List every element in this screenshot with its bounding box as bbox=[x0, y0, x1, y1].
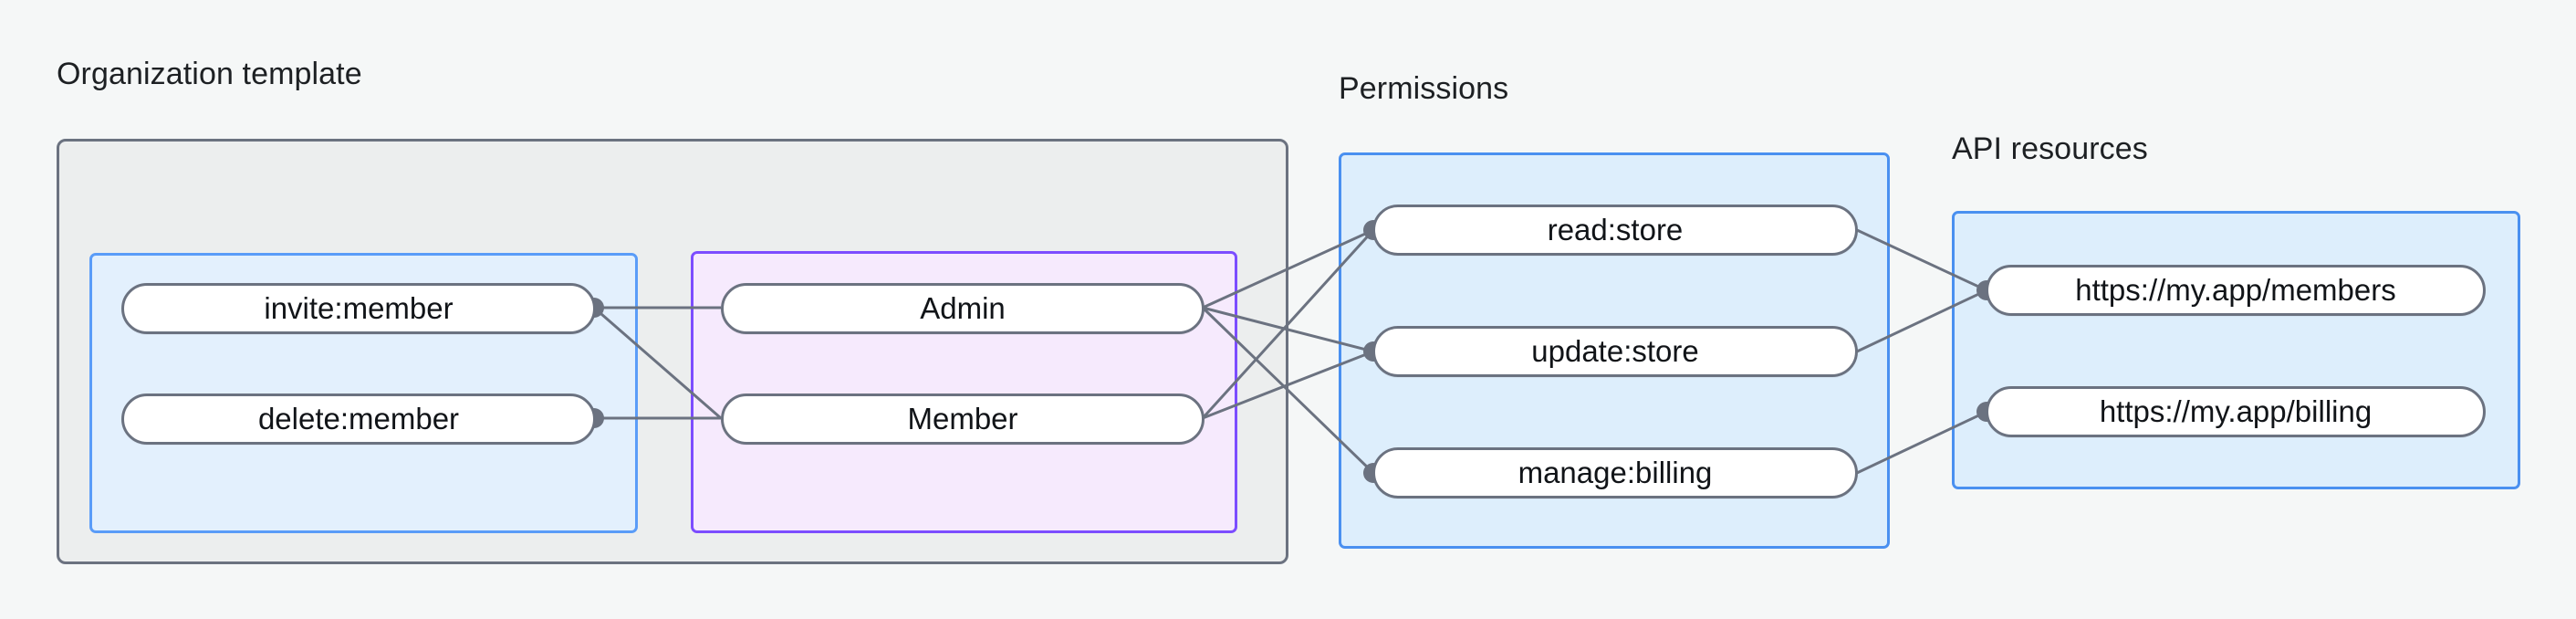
node-label: manage:billing bbox=[1517, 456, 1713, 489]
node-delete-member[interactable]: delete:member bbox=[121, 393, 596, 445]
node-invite-member[interactable]: invite:member bbox=[121, 283, 596, 334]
node-read-store[interactable]: read:store bbox=[1372, 205, 1858, 256]
node-admin[interactable]: Admin bbox=[721, 283, 1205, 334]
node-label: https://my.app/members bbox=[2075, 273, 2396, 307]
group-label-permissions: Permissions bbox=[1339, 71, 1509, 106]
node-label: Admin bbox=[920, 291, 1006, 325]
node-members-url[interactable]: https://my.app/members bbox=[1986, 265, 2486, 316]
node-label: update:store bbox=[1531, 334, 1699, 368]
group-api-resources bbox=[1952, 211, 2520, 489]
node-member[interactable]: Member bbox=[721, 393, 1205, 445]
node-label: delete:member bbox=[257, 402, 460, 435]
node-manage-billing[interactable]: manage:billing bbox=[1372, 447, 1858, 498]
node-label: invite:member bbox=[264, 291, 454, 325]
group-label-api-resources: API resources bbox=[1952, 131, 2148, 166]
group-label-organization-template: Organization template bbox=[57, 57, 362, 91]
node-label: Member bbox=[907, 402, 1018, 435]
node-update-store[interactable]: update:store bbox=[1372, 326, 1858, 377]
node-label: https://my.app/billing bbox=[2099, 394, 2373, 428]
node-label: read:store bbox=[1547, 213, 1684, 247]
node-billing-url[interactable]: https://my.app/billing bbox=[1986, 386, 2486, 437]
